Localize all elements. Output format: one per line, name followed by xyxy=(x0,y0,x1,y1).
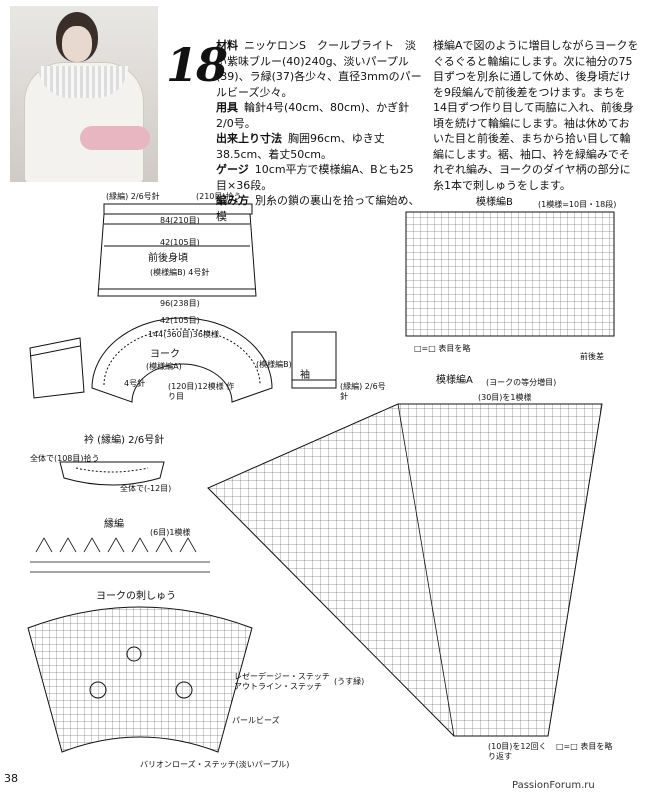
sleeve-right xyxy=(291,331,337,389)
chart-b xyxy=(405,211,615,337)
edge-top-note: (210目)拾う xyxy=(196,192,242,201)
collar-diagram xyxy=(59,461,165,486)
size-row: 出来上り寸法胸囲96cm、ゆき丈38.5cm、着丈50cm。 xyxy=(216,132,385,161)
collar-dec: 全体で(-12目) xyxy=(120,484,172,493)
chart-a-bottom: (10目)を12回くり返す xyxy=(488,742,547,761)
yoke-schematic xyxy=(91,317,273,403)
yoke-sub: (模様編A) xyxy=(146,362,182,371)
body-sub: (模様編B) 4号針 xyxy=(150,268,210,277)
embroidery-title: ヨークの刺しゅう xyxy=(96,591,176,602)
materials-row: 材料ニッケロンS クールブライト 淡い紫味ブルー(40)240g、淡いパープル(… xyxy=(216,39,422,99)
emb-label-5: バリオンローズ・ステッチ(淡いパープル) xyxy=(140,760,290,769)
width-42b: 42(105目) xyxy=(160,316,200,325)
model-photo xyxy=(10,6,158,182)
collar-all: 全体で(108目)拾う xyxy=(30,454,100,463)
width-96: 96(238目) xyxy=(160,299,200,308)
edging-repeat: (6目)1模様 xyxy=(150,528,191,537)
sleeve-title: 袖 xyxy=(300,370,310,381)
rose-motif xyxy=(89,681,107,699)
emb-label-4: パールビーズ xyxy=(232,716,280,725)
sleeve-edge: (縁編) 2/6号針 xyxy=(340,382,386,401)
yoke-shape xyxy=(91,317,273,403)
body-panel xyxy=(97,213,257,297)
tools-row: 用具輪針4号(40cm、80cm)、かぎ針2/0号。 xyxy=(216,101,410,130)
width-84: 84(210目) xyxy=(160,216,200,225)
edging-title: 縁編 xyxy=(104,519,124,530)
yoke-needle: 4号針 xyxy=(124,379,146,388)
emb-label-2: アウトライン・ステッチ xyxy=(234,682,322,691)
chart-b-title: 模様編B xyxy=(476,197,513,208)
body-schematic xyxy=(97,203,257,297)
chart-b-repeat: (1模様=10目・18段) xyxy=(538,200,617,209)
chart-a xyxy=(207,403,603,737)
sleeve-sub: (模様編B) xyxy=(256,360,292,369)
front-back-diff: 前後差 xyxy=(580,352,604,361)
pattern-number: 18 xyxy=(166,38,228,92)
edge-top-label: (縁編) 2/6号針 xyxy=(106,192,160,201)
sleeve-left xyxy=(29,337,85,399)
chart-a-title: 模様編A xyxy=(436,375,473,386)
yoke-bottom: (120目)12模様 作り目 xyxy=(168,382,235,401)
width-42: 42(105目) xyxy=(160,238,200,247)
chart-a-sub: (ヨークの等分増目) xyxy=(486,378,557,387)
page-number: 38 xyxy=(4,772,18,785)
yoke-title: ヨーク xyxy=(150,349,180,360)
instructions-column-2: 様編Aで図のように増目しながらヨークをぐるぐると輪編にします。次に袖分の75目ず… xyxy=(433,39,639,192)
emb-label-3: (うす緑) xyxy=(334,677,365,686)
embroidery-chart xyxy=(27,606,253,753)
body-title: 前後身頃 xyxy=(148,253,188,264)
yoke-top: 144(360目)36模様 xyxy=(148,330,219,339)
emb-label-1: レゼーデージー・ステッチ xyxy=(234,672,330,681)
chart-a-top: (30目)を1模様 xyxy=(478,393,532,402)
edging-chart xyxy=(30,537,210,573)
footer-watermark: PassionForum.ru xyxy=(512,780,595,791)
collar-title: 衿 (縁編) 2/6号針 xyxy=(84,435,165,446)
chart-a-legend: □=□ 表目を略 xyxy=(556,742,613,751)
chart-b-legend: □=□ 表目を略 xyxy=(414,344,471,353)
hem-edge xyxy=(103,203,253,215)
